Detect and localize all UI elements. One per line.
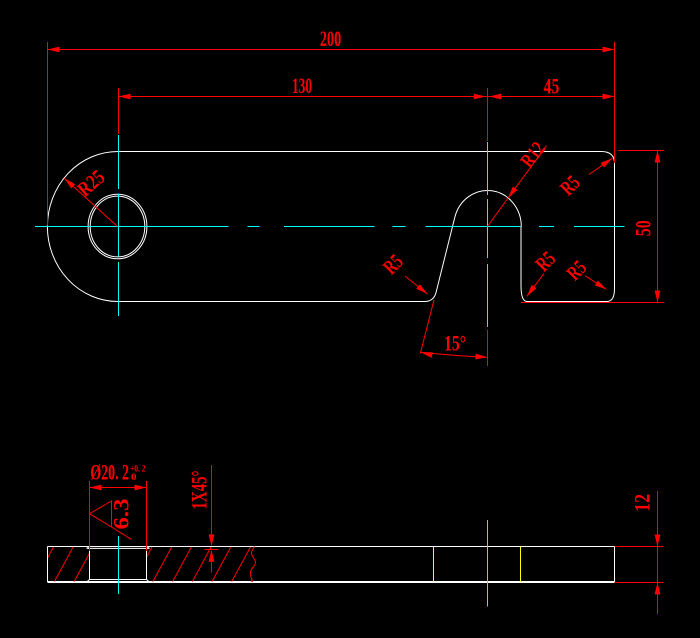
svg-text:45: 45	[544, 73, 560, 98]
svg-text:6.3: 6.3	[109, 499, 134, 530]
svg-text:12: 12	[630, 494, 655, 512]
svg-text:+0. 2: +0. 2	[130, 465, 146, 475]
svg-text:130: 130	[292, 73, 312, 98]
svg-text:15°: 15°	[444, 331, 466, 356]
svg-text:1X45°: 1X45°	[187, 471, 212, 510]
svg-text:200: 200	[320, 26, 341, 51]
svg-text:0: 0	[131, 473, 137, 483]
svg-text:50: 50	[631, 220, 656, 236]
svg-text:Ø20. 2: Ø20. 2	[90, 460, 129, 485]
